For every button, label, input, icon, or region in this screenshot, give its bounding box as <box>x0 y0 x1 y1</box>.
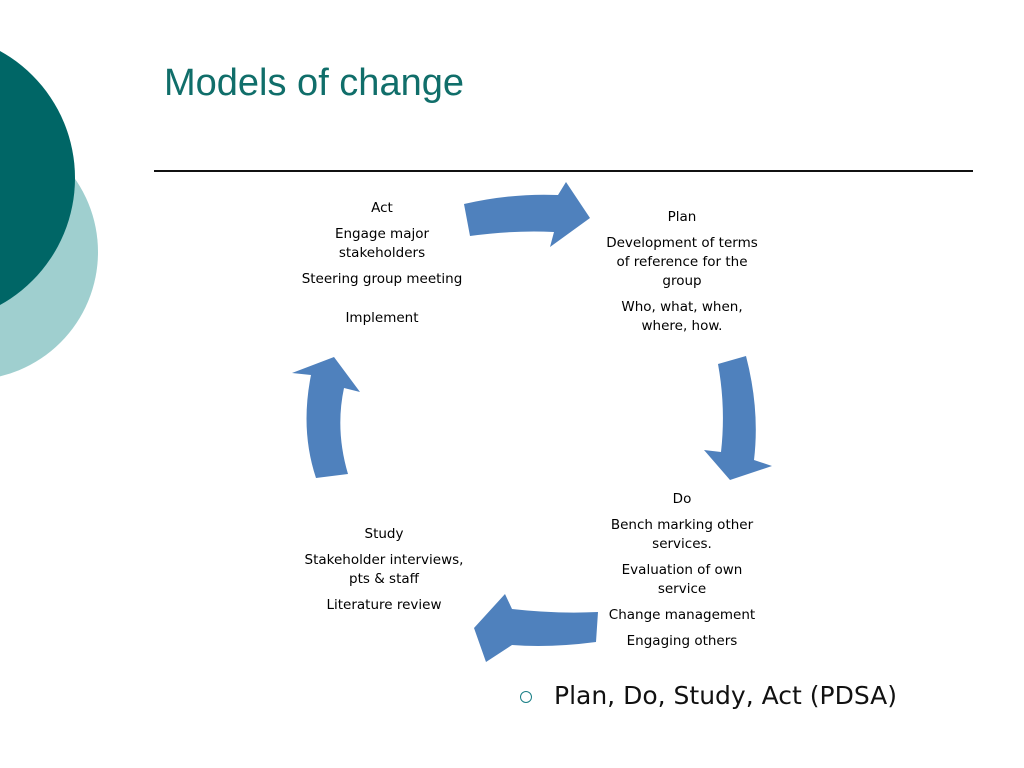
stage-act: Act Engage major stakeholders Steering g… <box>296 199 468 335</box>
stage-act-footer: Implement <box>345 310 419 326</box>
bullet-text: Plan, Do, Study, Act (PDSA) <box>554 681 898 710</box>
bullet-item: Plan, Do, Study, Act (PDSA) <box>520 681 897 710</box>
arrow-plan-to-do <box>704 356 772 480</box>
slide-title: Models of change <box>164 62 464 104</box>
dark-teal-circle <box>0 51 75 305</box>
stage-plan-heading: Plan <box>667 209 697 225</box>
stage-do-item: Bench marking other services. <box>610 517 754 552</box>
arrow-act-to-plan <box>464 182 590 247</box>
stage-do-item: Change management <box>608 607 756 623</box>
stage-act-item: Engage major stakeholders <box>334 226 430 261</box>
stage-act-item: Steering group meeting <box>301 271 463 287</box>
decorative-circles <box>0 51 98 377</box>
hollow-circle-icon <box>520 690 532 703</box>
stage-study-item: Stakeholder interviews, pts & staff <box>304 552 464 587</box>
arrow-study-to-act <box>292 357 360 478</box>
stage-do-item: Engaging others <box>626 633 738 649</box>
stage-plan-item: Who, what, when, where, how. <box>621 299 743 334</box>
arrow-do-to-study <box>474 594 598 662</box>
stage-plan-item: Development of terms of reference for th… <box>606 235 758 289</box>
stage-do-heading: Do <box>672 491 692 507</box>
stage-study: Study Stakeholder interviews, pts & staf… <box>296 525 472 622</box>
stage-study-heading: Study <box>364 526 404 542</box>
title-divider <box>154 170 973 172</box>
stage-act-heading: Act <box>371 200 393 216</box>
stage-study-item: Literature review <box>326 597 442 613</box>
stage-do-item: Evaluation of own service <box>621 562 743 597</box>
stage-do: Do Bench marking other services. Evaluat… <box>598 490 766 658</box>
stage-plan: Plan Development of terms of reference f… <box>598 208 766 343</box>
